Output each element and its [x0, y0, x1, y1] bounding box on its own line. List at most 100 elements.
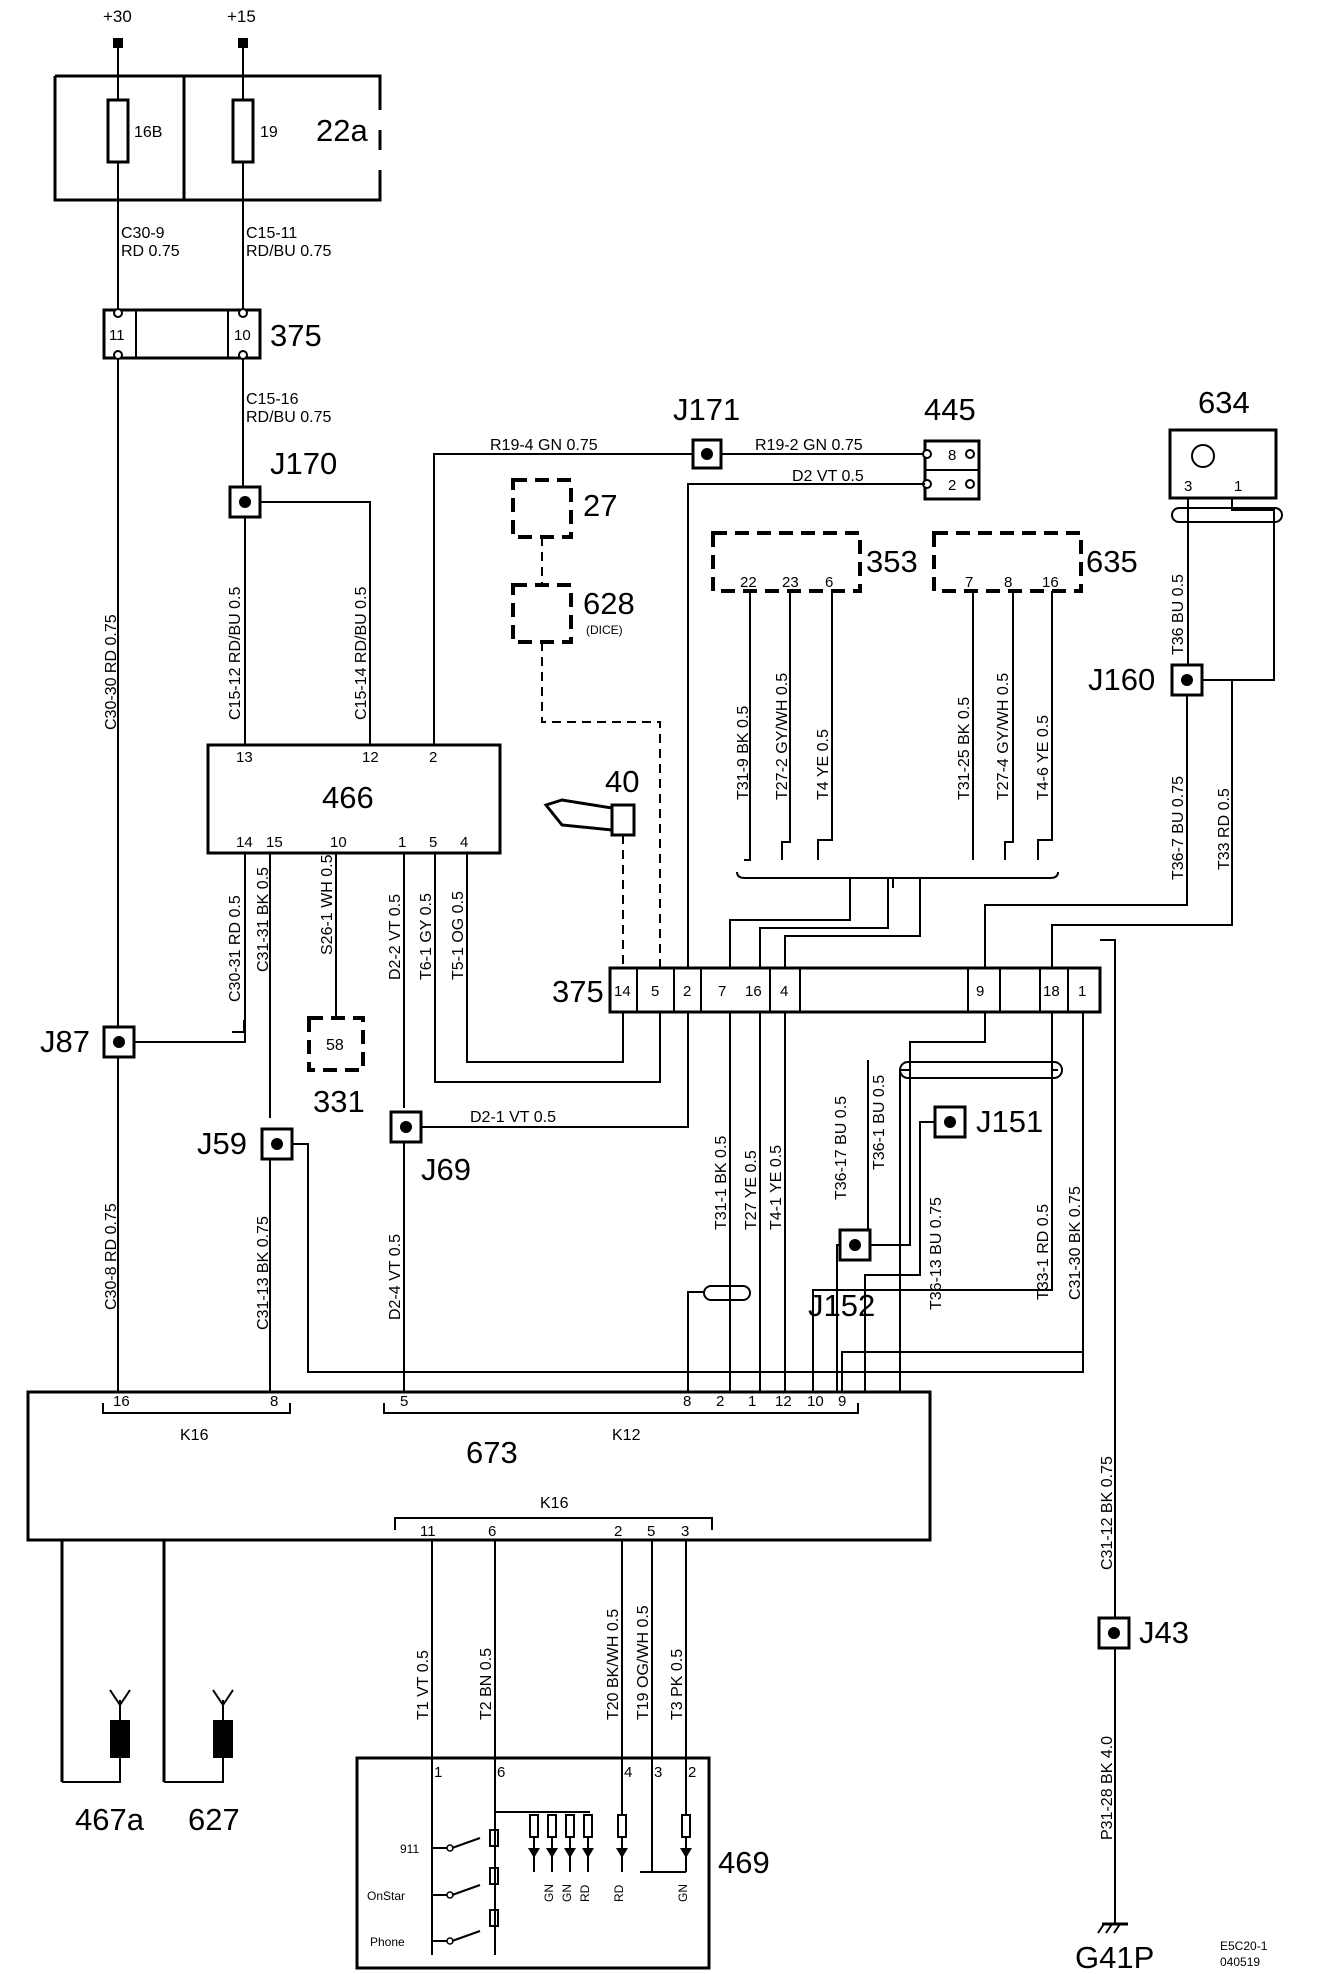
- c445-pin-8: 8: [948, 447, 956, 464]
- wire-t4-6: T4-6 YE 0.5: [1035, 715, 1052, 800]
- wire-r19-4: R19-4 GN 0.75: [490, 437, 598, 454]
- c375-pin-10: 10: [234, 327, 251, 344]
- twisted-pair-t31: [703, 1285, 751, 1301]
- ground-icon: [1097, 1922, 1128, 1934]
- wire-c15-11-spec: RD/BU 0.75: [246, 243, 331, 260]
- k16-left-label: K16: [180, 1427, 209, 1444]
- panel-469-leds: [528, 1758, 692, 1873]
- wire-c30-8: C30-8 RD 0.75: [103, 1203, 120, 1310]
- ref-code: E5C20-1: [1220, 1939, 1268, 1953]
- fuse-box-22a-label: 22a: [316, 113, 368, 148]
- antenna-467a-icon: [109, 1689, 131, 1720]
- m673-k16-pin-5: 5: [647, 1523, 655, 1540]
- m673-k12-pin-10: 10: [807, 1393, 824, 1410]
- m673-k12-pin-9: 9: [838, 1393, 846, 1410]
- p469-pin-6: 6: [497, 1764, 505, 1781]
- wire-t31-9: T31-9 BK 0.5: [735, 706, 752, 800]
- fuse-16b-label: 16B: [134, 124, 162, 141]
- connector-375-bottom: [608, 966, 1102, 1014]
- component-628-label: 628: [583, 586, 635, 621]
- p469-pin-3: 3: [654, 1764, 662, 1781]
- m673-k12-pin-12: 12: [775, 1393, 792, 1410]
- wire-t19: T19 OG/WH 0.5: [635, 1605, 652, 1720]
- c634-pin-3: 3: [1184, 478, 1192, 495]
- c353-pin-23: 23: [782, 574, 799, 591]
- m466-pin-4: 4: [460, 834, 468, 851]
- b375-pin-4: 4: [780, 983, 788, 1000]
- component-331-label: 331: [313, 1084, 365, 1119]
- component-40-label: 40: [605, 764, 639, 799]
- wire-t36: T36 BU 0.5: [1170, 574, 1187, 655]
- b375-pin-18: 18: [1043, 983, 1060, 1000]
- wire-t20: T20 BK/WH 0.5: [605, 1609, 622, 1720]
- m673-k16-pin-11: 11: [420, 1523, 436, 1540]
- c375-pin-11: 11: [109, 327, 125, 344]
- c353-pin-6: 6: [825, 574, 833, 591]
- led-3-label: RD: [578, 1884, 592, 1902]
- component-635-label: 635: [1086, 544, 1138, 579]
- connector-375-top: [102, 308, 262, 360]
- junction-j151-label: J151: [976, 1104, 1043, 1139]
- k16-bottom-label: K16: [540, 1495, 569, 1512]
- twisted-pair-634: [1171, 507, 1283, 523]
- wire-c30-9: C30-9: [121, 225, 165, 242]
- wire-t36-1: T36-1 BU 0.5: [871, 1075, 888, 1170]
- button-onstar-label: OnStar: [367, 1889, 405, 1903]
- m466-pin-15: 15: [266, 834, 283, 851]
- p469-pin-4: 4: [624, 1764, 632, 1781]
- ground-g41p-label: G41P: [1075, 1940, 1154, 1974]
- connector-445: [922, 439, 981, 501]
- wire-t36-17: T36-17 BU 0.5: [833, 1096, 850, 1200]
- horn-icon: [543, 798, 614, 832]
- wire-t4-1: T4-1 YE 0.5: [768, 1145, 785, 1230]
- wire-t36-13: T36-13 BU 0.75: [928, 1197, 945, 1310]
- antenna-467a-label: 467a: [75, 1802, 145, 1837]
- m466-pin-13: 13: [236, 749, 253, 766]
- component-634-symbol: [1191, 444, 1215, 468]
- wire-c15-16: C15-16: [246, 391, 299, 408]
- wire-d2-1: D2-1 VT 0.5: [470, 1109, 556, 1126]
- fuse-19: [231, 98, 255, 164]
- wire-t4: T4 YE 0.5: [815, 729, 832, 800]
- led-5-label: GN: [676, 1884, 690, 1902]
- junction-j69: [389, 1110, 423, 1144]
- b375-pin-7: 7: [718, 983, 726, 1000]
- wire-t2: T2 BN 0.5: [478, 1648, 495, 1720]
- b375-pin-5: 5: [651, 983, 659, 1000]
- wire-t3: T3 PK 0.5: [669, 1649, 686, 1720]
- junction-j170-label: J170: [270, 446, 337, 481]
- p469-pin-2: 2: [688, 1764, 696, 1781]
- pin-331-58: 58: [326, 1037, 344, 1054]
- module-673-label: 673: [466, 1435, 518, 1470]
- wire-c15-16-spec: RD/BU 0.75: [246, 409, 331, 426]
- wire-d2-2: D2-2 VT 0.5: [387, 894, 404, 980]
- c635-pin-8: 8: [1004, 574, 1012, 591]
- wire-t31-1: T31-1 BK 0.5: [713, 1136, 730, 1230]
- junction-j171-label: J171: [673, 392, 740, 427]
- component-353: [711, 531, 862, 593]
- panel-469-switches: [432, 1829, 499, 1945]
- b375-pin-16: 16: [745, 983, 762, 1000]
- component-40: [610, 803, 636, 837]
- led-1-label: GN: [542, 1884, 556, 1902]
- wire-c30-30: C30-30 RD 0.75: [103, 614, 120, 730]
- component-27: [511, 478, 573, 539]
- m466-pin-12: 12: [362, 749, 379, 766]
- component-353-label: 353: [866, 544, 918, 579]
- junction-j87-label: J87: [40, 1024, 90, 1059]
- m466-pin-5: 5: [429, 834, 437, 851]
- antenna-627-label: 627: [188, 1802, 240, 1837]
- c635-pin-7: 7: [965, 574, 973, 591]
- connector-375-top-label: 375: [270, 318, 322, 353]
- p469-pin-1: 1: [434, 1764, 442, 1781]
- component-628: [511, 583, 573, 644]
- m673-k12-pin-1: 1: [748, 1393, 756, 1410]
- antenna-467a: [110, 1720, 130, 1758]
- m466-pin-10: 10: [330, 834, 347, 851]
- junction-j69-label: J69: [421, 1152, 471, 1187]
- button-phone-label: Phone: [370, 1935, 405, 1949]
- connector-445-label: 445: [924, 392, 976, 427]
- wire-t36-7: T36-7 BU 0.75: [1170, 776, 1187, 880]
